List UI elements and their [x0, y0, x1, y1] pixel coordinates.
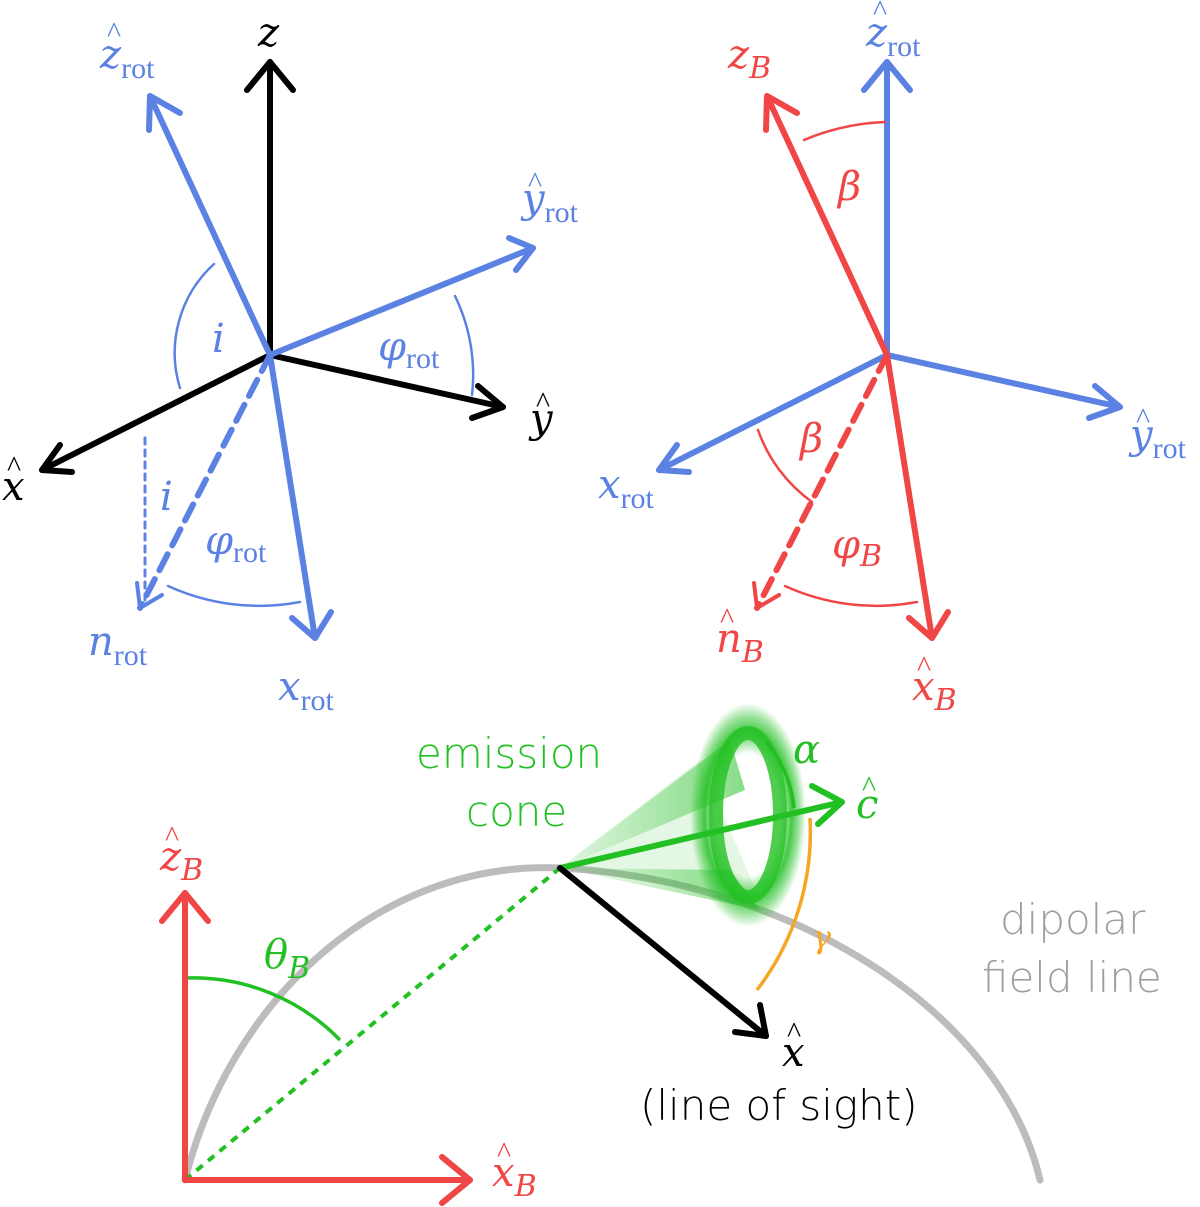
hat-z-rot: ^: [107, 16, 121, 49]
c-hat-axis: [557, 799, 845, 871]
inclination-arc: [173, 262, 216, 390]
phi-b-arc: [783, 584, 919, 608]
c-hat-arrowhead: [809, 783, 845, 827]
x-rot-axis-arrowhead: [656, 442, 692, 475]
radius-line: [183, 866, 562, 1182]
label-phi-rot-lower: φrot: [205, 518, 267, 569]
label-y: y: [528, 396, 554, 442]
beta-lower-arc: [756, 428, 814, 504]
emission-labels: emission cone α c ^ γ zB ^ θB dipolar fi…: [159, 727, 1162, 1204]
z-b-axis: [764, 93, 890, 358]
x-rot-axis-arrowhead: [289, 609, 334, 641]
hat-x-b: ^: [917, 650, 931, 683]
n-b-axis: [754, 352, 890, 611]
field-frame-axes: [159, 890, 473, 1206]
label-alpha: α: [793, 727, 820, 773]
x-axis-arrowhead: [39, 442, 75, 475]
emission-geometry-panel: emission cone α c ^ γ zB ^ θB dipolar fi…: [159, 703, 1162, 1206]
x-b-axis: [884, 352, 935, 641]
hat-c: ^: [862, 770, 876, 803]
z-b-axis-arrowhead: [763, 93, 800, 133]
hat-x-b: ^: [497, 1136, 511, 1169]
x-axis: [39, 352, 273, 473]
label-dipolar: dipolar: [1000, 895, 1146, 944]
beta-upper-arc: [802, 120, 887, 142]
hat-x: ^: [7, 450, 21, 483]
hat-n-b: ^: [720, 602, 734, 635]
hat-y-rot: ^: [528, 166, 542, 199]
theta-b-arc: [187, 976, 342, 1042]
label-c-hat: c: [856, 782, 878, 828]
n-rot-axis: [137, 352, 273, 611]
y-axis: [267, 352, 506, 410]
rotation-frame-labels: z zrot ^ yrot ^ y ^ x ^ i φrot i φrot nr…: [2, 10, 579, 717]
hat-y-rot: ^: [1136, 402, 1150, 435]
label-n-b: nB: [716, 616, 764, 670]
alpha-arc: [764, 740, 796, 809]
label-n-rot: nrot: [88, 619, 148, 672]
cone-axis-arrow: [557, 783, 845, 871]
rotation-frame-panel: z zrot ^ yrot ^ y ^ x ^ i φrot i φrot nr…: [2, 10, 579, 717]
hat-z-b: ^: [165, 820, 179, 853]
magnetic-frame-panel: zB zrot ^ β yrot ^ xrot β φB nB ^ xB ^: [598, 0, 1187, 718]
x-b-axis-arrowhead: [439, 1154, 473, 1206]
y-rot-axis-arrowhead: [506, 235, 536, 273]
z-rot-axis-arrowhead: [146, 93, 183, 133]
label-field-line: field line: [982, 953, 1162, 1002]
label-gamma: γ: [812, 918, 832, 956]
label-x-rot: xrot: [598, 462, 655, 515]
label-beta-lower: β: [798, 416, 823, 462]
gamma-arc: [755, 817, 813, 992]
label-x: x: [2, 464, 25, 510]
phi-rot-lower-arc: [166, 584, 302, 608]
label-z-b: zB: [159, 834, 203, 888]
x-rot-axis: [267, 352, 318, 641]
magnetic-frame-labels: zB zrot ^ β yrot ^ xrot β φB nB ^ xB ^: [598, 0, 1187, 718]
label-y-rot: yrot: [1128, 412, 1187, 465]
label-z-rot: zrot: [865, 10, 921, 63]
label-x-los: x: [782, 1030, 805, 1076]
x-rot-axis: [656, 352, 890, 473]
label-i-lower: i: [160, 474, 173, 520]
label-x-b: xB: [492, 1150, 537, 1204]
label-phi-b: φB: [832, 522, 882, 574]
label-i-upper: i: [212, 316, 225, 362]
hat-z-rot: ^: [873, 0, 887, 27]
phi-rot-arc: [453, 294, 475, 397]
z-b-axis-arrowhead: [159, 890, 211, 924]
rotation-frame-axes: [39, 59, 536, 641]
label-y-rot: yrot: [520, 176, 579, 229]
z-rot-axis-arrowhead: [861, 59, 913, 93]
label-x-rot: xrot: [278, 664, 335, 717]
label-emission: emission: [416, 729, 602, 778]
label-beta-upper: β: [836, 164, 861, 210]
label-cone: cone: [466, 787, 567, 836]
x-los-arrowhead: [732, 1002, 769, 1039]
y-axis-arrowhead: [469, 383, 506, 421]
n-rot-axis-arrowhead: [135, 581, 164, 610]
label-phi-rot-upper: φrot: [378, 324, 440, 375]
magnetic-frame-axes: [656, 59, 1123, 641]
label-z: z: [257, 10, 280, 56]
hat-y: ^: [536, 386, 550, 419]
label-x-b: xB: [912, 664, 957, 718]
x-los-axis: [557, 865, 769, 1039]
z-rot-axis: [147, 93, 273, 358]
x-b-axis-arrowhead: [906, 609, 951, 641]
y-rot-axis: [267, 245, 536, 358]
hat-x-los: ^: [787, 1016, 801, 1049]
y-rot-axis: [884, 352, 1123, 410]
label-z-b: zB: [727, 32, 771, 86]
n-b-axis-arrowhead: [752, 581, 781, 610]
label-theta-b: θB: [264, 932, 310, 986]
label-line-of-sight: (line of sight): [640, 1081, 918, 1130]
line-of-sight-arrow: [557, 865, 769, 1039]
y-rot-axis-arrowhead: [1086, 383, 1123, 421]
z-axis-arrowhead: [244, 59, 296, 93]
label-z-rot: zrot: [99, 32, 155, 85]
